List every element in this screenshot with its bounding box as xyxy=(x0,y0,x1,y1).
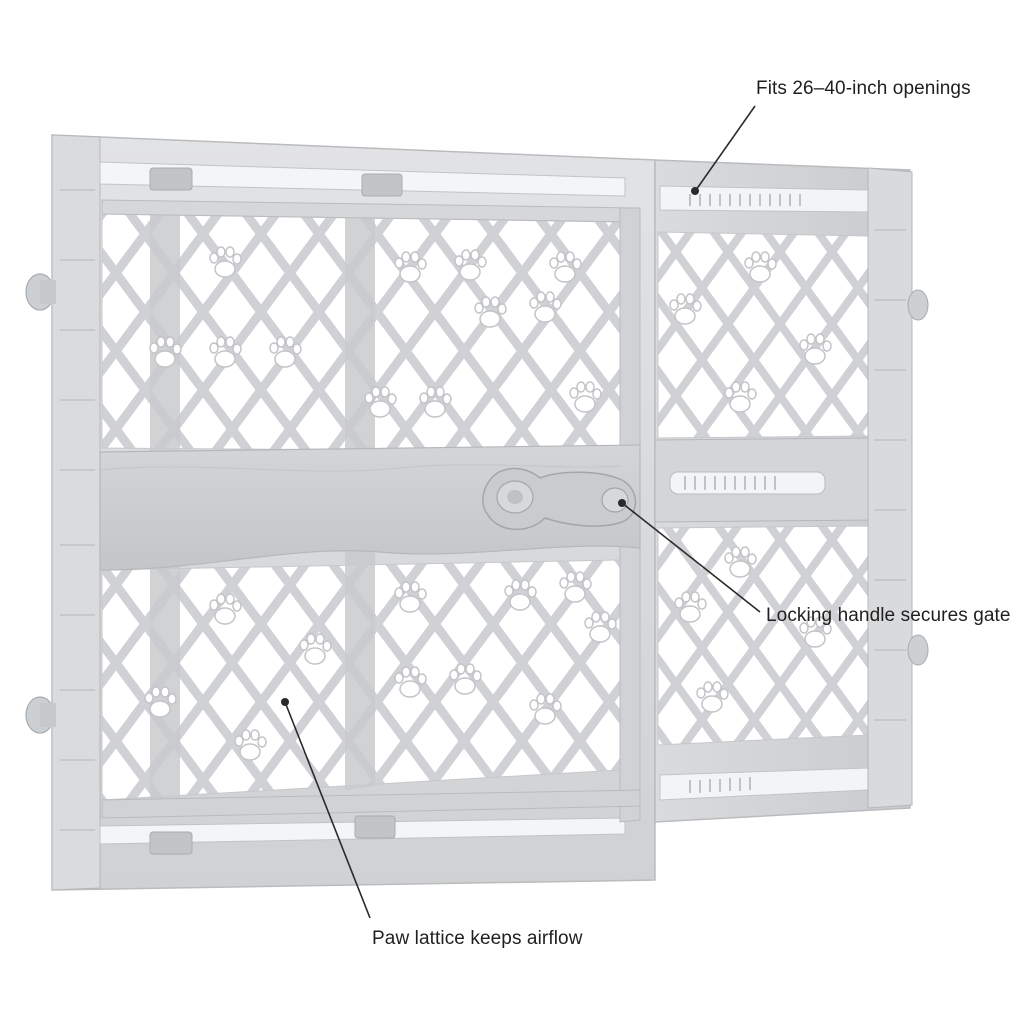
callout-line-fits xyxy=(691,105,756,195)
callout-line-locking xyxy=(618,499,761,613)
callout-locking-handle: Locking handle secures gate xyxy=(766,605,1011,626)
callout-fits-openings: Fits 26–40-inch openings xyxy=(756,78,971,99)
locking-handle-icon xyxy=(482,467,637,531)
callout-paw-lattice: Paw lattice keeps airflow xyxy=(372,928,583,949)
extension-panel xyxy=(654,159,929,823)
tension-knob xyxy=(25,273,56,734)
tension-knob xyxy=(907,289,929,666)
callout-line-paw xyxy=(281,698,371,919)
main-gate-panel xyxy=(25,134,656,891)
